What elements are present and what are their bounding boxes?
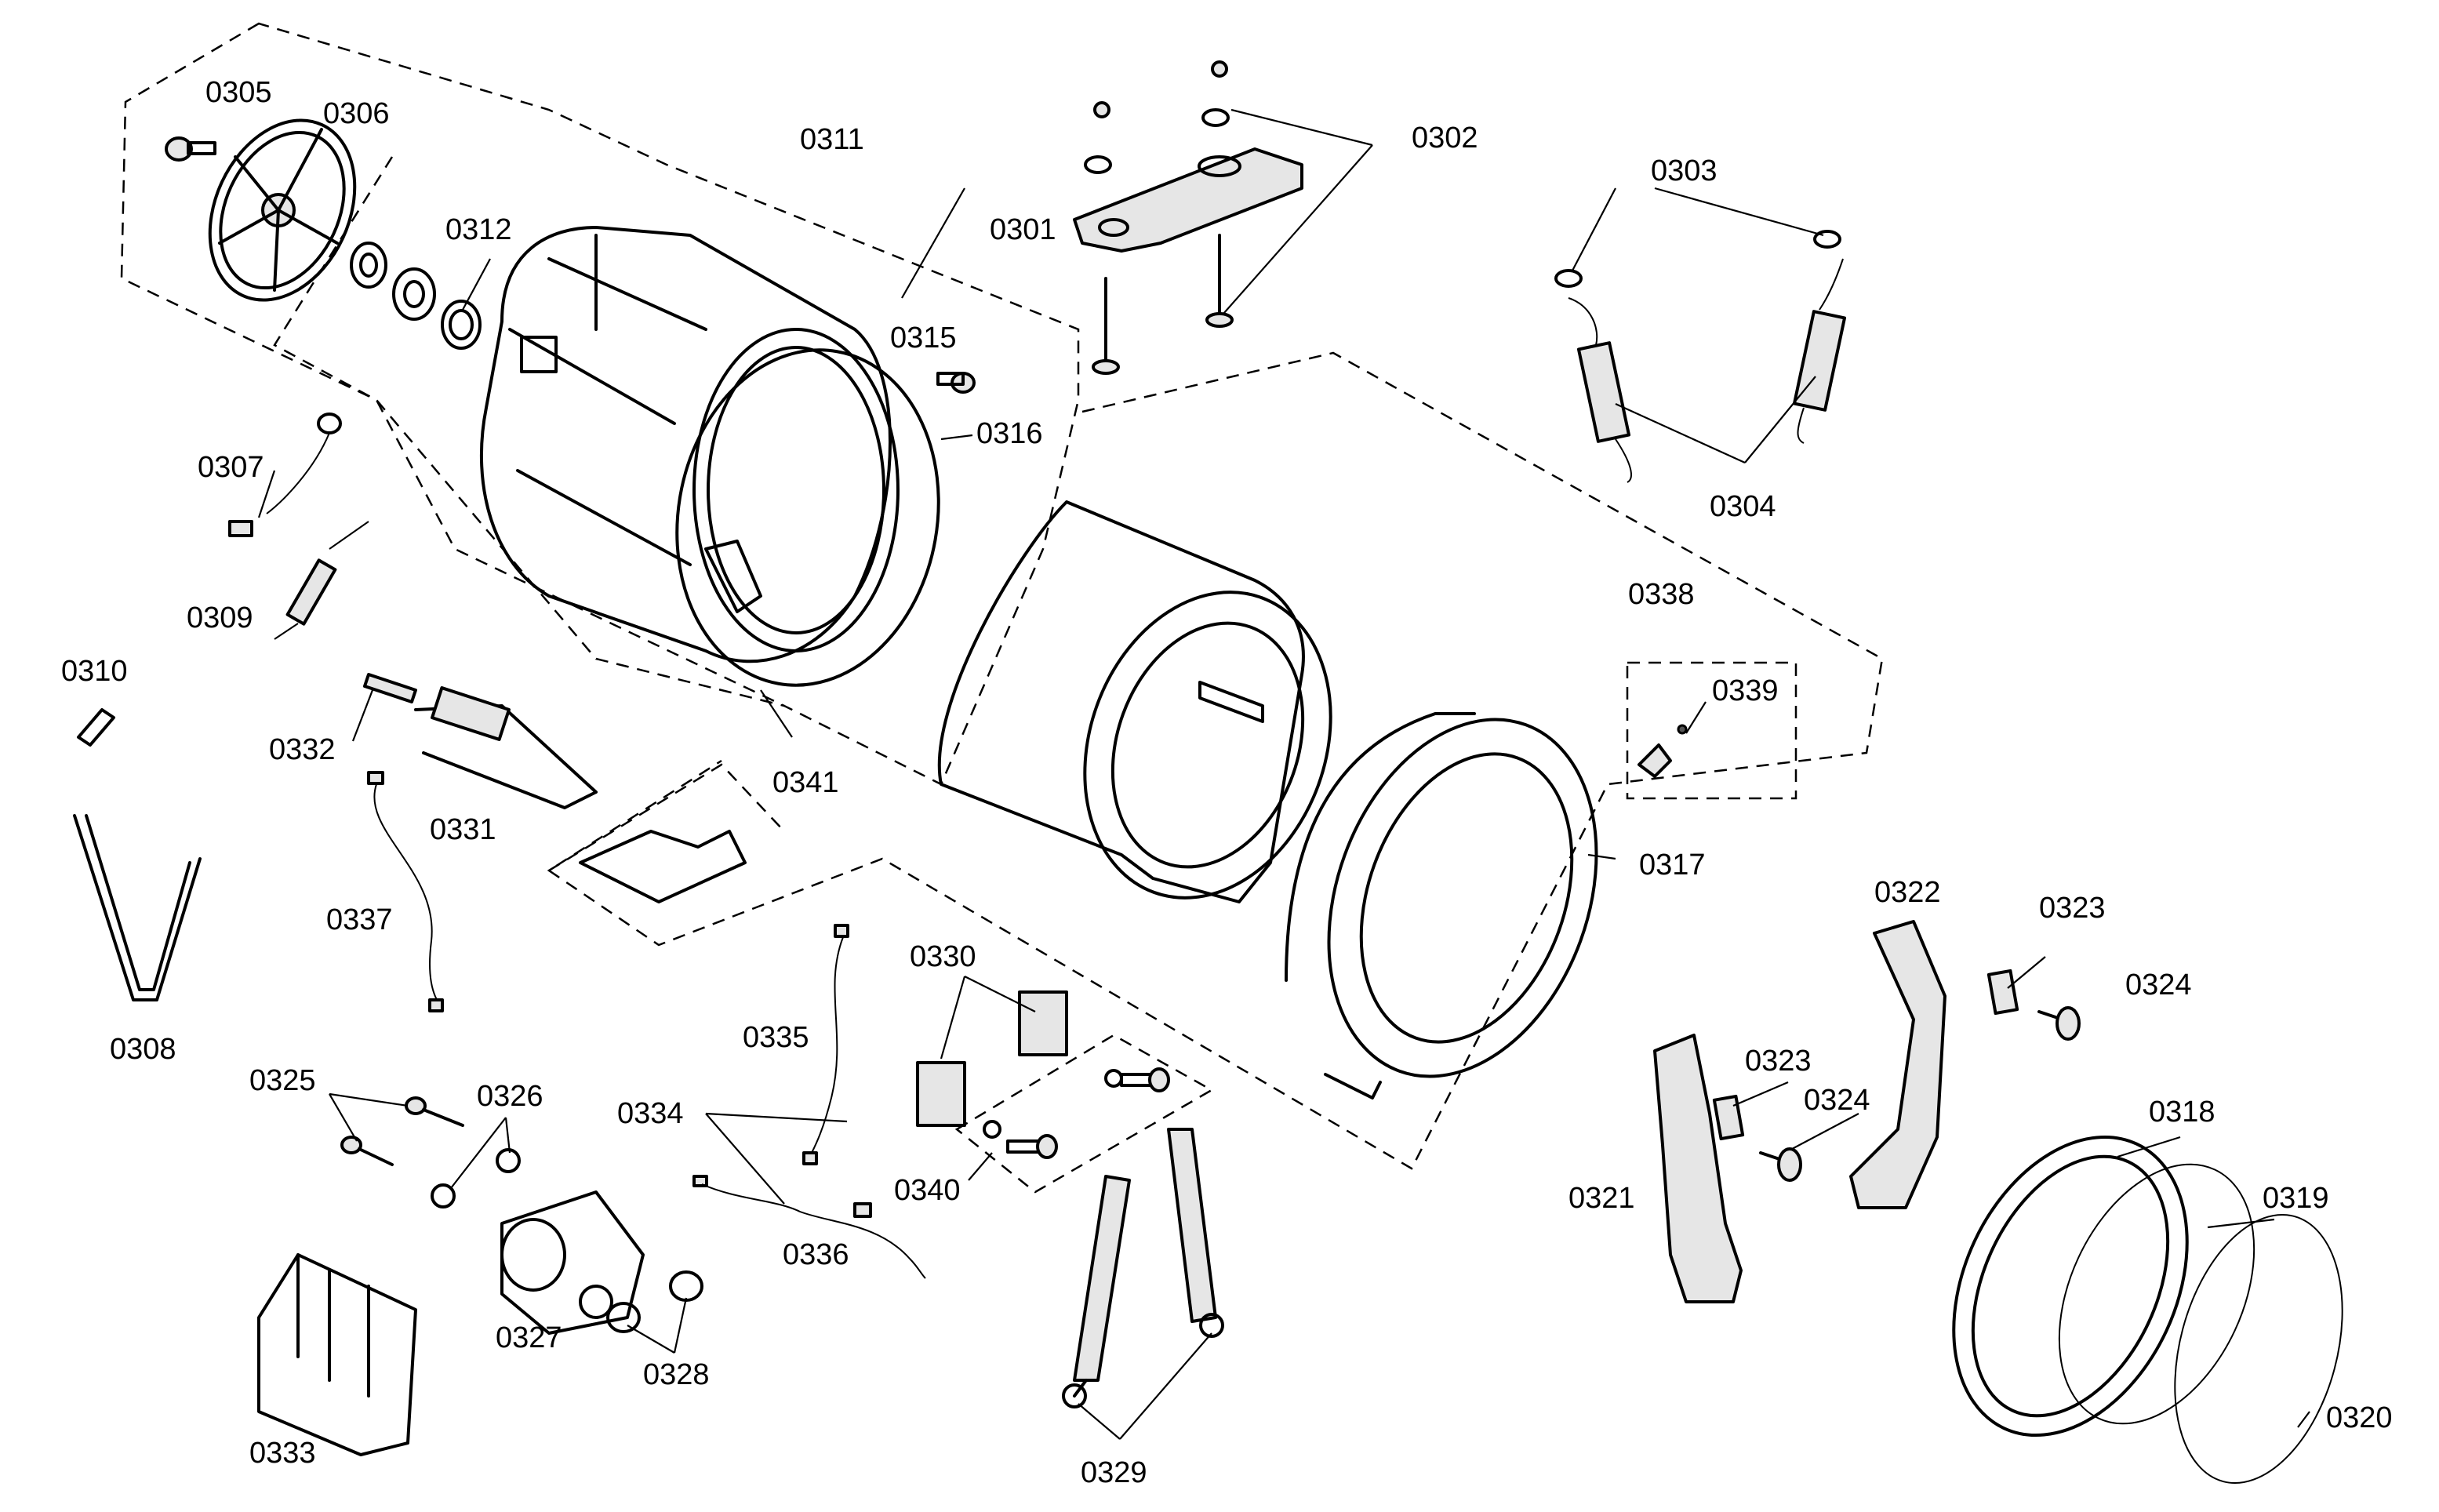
callout-labels: 0301 0302 0303 0304 0305 0306 0307 0308 … <box>61 76 2393 1489</box>
bushings-0326 <box>431 1148 521 1209</box>
callout-0304: 0304 <box>1710 490 1776 523</box>
motor-0327 <box>500 1190 645 1335</box>
bearing-rear <box>392 267 436 321</box>
callout-0310: 0310 <box>61 655 128 688</box>
feet-0324 <box>1759 1006 2081 1182</box>
motor-module-0333 <box>257 1253 417 1456</box>
door-boot-0318 <box>1952 1135 2189 1437</box>
rear-tub-0311 <box>480 226 900 663</box>
callout-0335: 0335 <box>743 1021 809 1054</box>
callout-0336: 0336 <box>783 1238 849 1271</box>
callout-0341: 0341 <box>772 766 839 799</box>
callout-0339: 0339 <box>1712 674 1779 707</box>
outer-tub-group-outline <box>120 22 1080 786</box>
callout-0327: 0327 <box>496 1321 562 1354</box>
clip-0310 <box>77 708 115 747</box>
wire-0337 <box>367 771 444 1012</box>
callout-0317: 0317 <box>1639 849 1706 881</box>
callout-0308: 0308 <box>110 1033 176 1066</box>
callout-0316: 0316 <box>976 417 1043 450</box>
drum-pulley-0306 <box>208 118 357 302</box>
screw-0315 <box>936 372 976 394</box>
callout-0312: 0312 <box>445 213 512 246</box>
bushings-0328 <box>606 1270 703 1333</box>
washers-0303 <box>1554 230 1841 288</box>
callout-0323-lower: 0323 <box>1745 1045 1812 1078</box>
callout-0322: 0322 <box>1874 876 1941 909</box>
callout-0309: 0309 <box>187 602 253 634</box>
callout-0337: 0337 <box>326 903 393 936</box>
callout-0311: 0311 <box>800 123 864 156</box>
callout-0325: 0325 <box>249 1064 316 1097</box>
callout-0340: 0340 <box>894 1174 961 1207</box>
heater-group-outline <box>548 763 785 872</box>
callout-0331: 0331 <box>430 813 496 846</box>
callout-0321: 0321 <box>1568 1182 1635 1215</box>
callout-0305: 0305 <box>205 76 272 109</box>
callout-0332: 0332 <box>269 733 336 766</box>
clamp-ring-0319 <box>2058 1163 2255 1425</box>
pads-0323 <box>1712 969 2019 1141</box>
suspension-springs-0304 <box>1568 258 1847 483</box>
callout-0301: 0301 <box>990 213 1056 246</box>
counterweight-lower-0321 <box>1653 1034 1743 1303</box>
leader-lines <box>257 108 2310 1440</box>
spring-0309 <box>274 521 369 640</box>
drum <box>937 500 1332 903</box>
callout-0324-upper: 0324 <box>2125 969 2192 1001</box>
tub-gasket-0316 <box>675 348 940 687</box>
callout-0326: 0326 <box>477 1080 543 1113</box>
callout-0318: 0318 <box>2149 1096 2215 1129</box>
callout-0315: 0315 <box>890 322 957 354</box>
bolts-0340 <box>983 1067 1170 1159</box>
drive-belt-0308 <box>73 814 202 1001</box>
wire-0336 <box>692 1175 926 1279</box>
callout-0330: 0330 <box>910 940 976 973</box>
sensor-0307 <box>228 413 342 537</box>
counterweight-bracket-0301 <box>1073 147 1303 253</box>
shock-absorbers-0329 <box>1062 1128 1224 1408</box>
callout-0338: 0338 <box>1628 578 1695 611</box>
callout-0328: 0328 <box>643 1358 710 1391</box>
inner-tub-group-outline <box>273 156 785 707</box>
screws-0325 <box>340 1096 464 1166</box>
shaft-seal-0312 <box>441 300 482 350</box>
callout-0302: 0302 <box>1412 122 1478 154</box>
rear-bracket-group-outline <box>547 351 1884 1170</box>
sensor-group-outline <box>954 1034 1214 1194</box>
callout-0329: 0329 <box>1081 1456 1147 1489</box>
callout-0306: 0306 <box>323 97 390 130</box>
callout-0323-upper: 0323 <box>2039 892 2106 925</box>
heater-element-0331 <box>414 686 598 809</box>
ntc-sensor-0332 <box>363 673 417 703</box>
clamp-ring-0320 <box>2174 1213 2343 1485</box>
door-latch-group-outline <box>1626 661 1797 800</box>
callout-0324-lower: 0324 <box>1804 1084 1870 1117</box>
bolts-nuts-0302 <box>1084 60 1234 375</box>
callout-0303: 0303 <box>1651 154 1717 187</box>
front-tub-0317 <box>1285 712 1598 1099</box>
callout-0319: 0319 <box>2263 1182 2329 1215</box>
callout-0333: 0333 <box>249 1437 316 1470</box>
callout-0307: 0307 <box>198 451 264 484</box>
callout-0334: 0334 <box>617 1097 684 1130</box>
door-latch-0339 <box>1638 724 1688 778</box>
wire-0335 <box>802 924 849 1165</box>
bearing-front <box>350 242 387 289</box>
heater-cover-plate <box>579 830 747 903</box>
pulley-screw-0305 <box>165 136 216 162</box>
mount-blocks-0330 <box>916 990 1068 1127</box>
callout-0320: 0320 <box>2326 1401 2393 1434</box>
counterweight-upper-0322 <box>1849 920 1946 1209</box>
